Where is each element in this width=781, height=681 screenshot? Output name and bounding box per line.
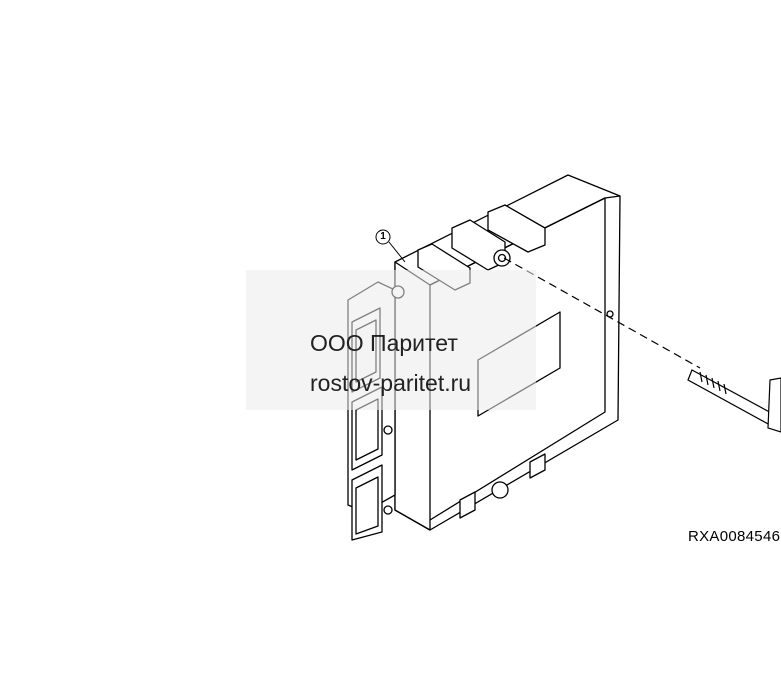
watermark-url: rostov-paritet.ru	[310, 370, 472, 396]
watermark-band	[246, 270, 536, 410]
watermark-company: ООО Паритет	[310, 330, 458, 356]
reference-code: RXA0084546	[688, 528, 781, 545]
callout-number: 1	[380, 231, 386, 242]
bolt	[687, 369, 781, 433]
callout-circle	[375, 229, 391, 245]
install-path	[503, 257, 701, 369]
